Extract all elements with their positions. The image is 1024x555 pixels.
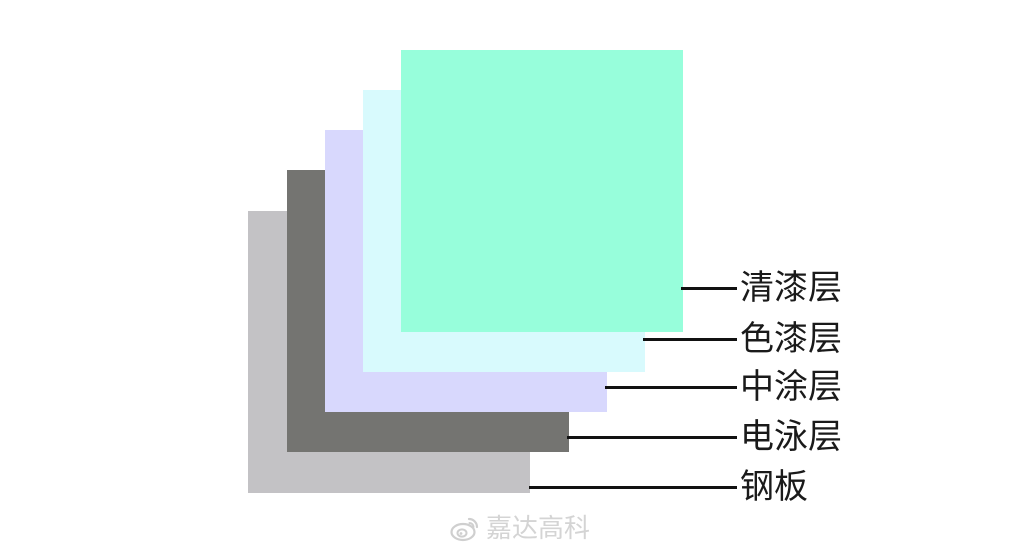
steel-plate-label: 钢板 (740, 467, 808, 507)
basecoat-label: 色漆层 (740, 319, 842, 359)
steel-plate-leader-line (529, 486, 737, 489)
watermark: 嘉达高科 (450, 512, 590, 546)
primer-leader-line (605, 386, 737, 389)
electrocoat-leader-line (567, 436, 737, 439)
clearcoat-label: 清漆层 (740, 268, 842, 308)
clearcoat-leader-line (681, 287, 737, 290)
electrocoat-label: 电泳层 (740, 417, 842, 457)
weibo-icon (450, 516, 480, 542)
primer-label: 中涂层 (740, 367, 842, 407)
basecoat-leader-line (643, 338, 737, 341)
clearcoat-layer (401, 50, 683, 332)
watermark-text: 嘉达高科 (486, 514, 591, 544)
